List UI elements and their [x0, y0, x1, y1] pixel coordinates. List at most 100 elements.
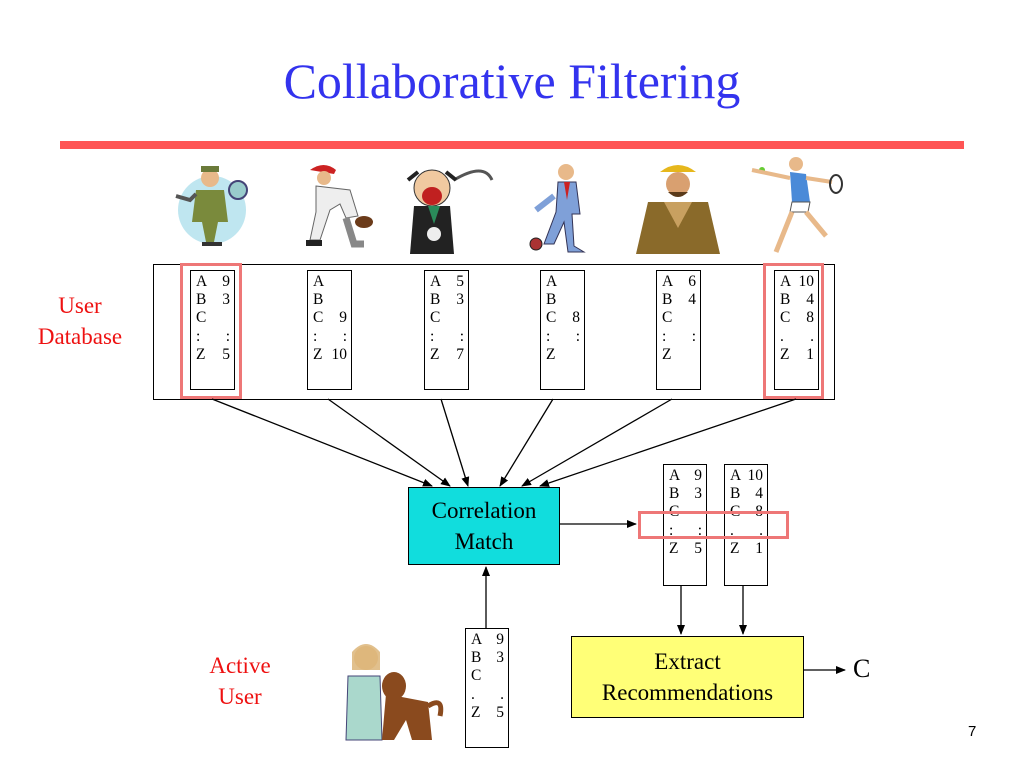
- item-rating: 4: [688, 291, 696, 309]
- item-rating: 9: [694, 467, 702, 484]
- rating-row: A: [546, 273, 584, 291]
- item-name: B: [471, 649, 482, 667]
- item-rating: :: [459, 327, 464, 345]
- rating-row: C: [662, 309, 700, 327]
- active-user-label: Active User: [180, 650, 300, 712]
- laughing-man-cartoon-icon: [406, 169, 494, 254]
- item-rating: 10: [331, 345, 348, 363]
- item-rating: 3: [496, 649, 504, 667]
- item-rating: 10: [747, 467, 764, 484]
- item-name: C: [430, 309, 441, 327]
- item-name: Z: [546, 345, 556, 363]
- page-number: 7: [968, 723, 977, 740]
- rating-row: ::: [196, 328, 234, 346]
- rating-row: A 10: [730, 467, 767, 485]
- rating-row: ::: [313, 328, 351, 346]
- item-name: :: [313, 327, 318, 345]
- item-name: A: [780, 273, 792, 290]
- neighbor-match-highlight: [763, 263, 824, 399]
- item-name: C: [313, 309, 324, 327]
- item-rating: :: [691, 327, 696, 345]
- item-name: :: [546, 327, 551, 345]
- item-name: C: [546, 309, 557, 327]
- item-name: Z: [780, 345, 790, 363]
- rating-row: Z: [662, 346, 700, 364]
- user-database-label-line1: User: [58, 293, 102, 318]
- active-user-match-highlight: [180, 263, 242, 399]
- item-name: A: [730, 467, 742, 484]
- rating-row: ..: [730, 522, 767, 540]
- item-rating: :: [342, 327, 347, 345]
- item-rating: 10: [798, 273, 815, 290]
- item-name: C: [662, 309, 673, 327]
- arrow-user2-to-correlation: [327, 398, 451, 487]
- item-name: A: [196, 273, 208, 290]
- rating-row: C: [196, 309, 234, 327]
- item-rating: :: [225, 327, 230, 345]
- item-name: A: [669, 467, 681, 484]
- arrow-user1-to-correlation: [211, 398, 433, 487]
- item-name: .: [471, 685, 475, 703]
- rating-row: ..: [780, 328, 818, 346]
- item-rating: 9: [222, 273, 230, 290]
- miner-worker-icon: [636, 165, 720, 254]
- item-rating: 1: [806, 345, 814, 363]
- item-name: Z: [662, 345, 672, 363]
- extract-recommendations-box: Extract Recommendations: [571, 636, 804, 718]
- active-user-label-line2: User: [218, 684, 262, 709]
- item-name: A: [313, 273, 325, 290]
- item-name: A: [546, 273, 558, 290]
- item-name: C: [780, 309, 791, 327]
- arrow-user5-to-correlation: [521, 398, 673, 487]
- item-rating: 5: [222, 345, 230, 363]
- item-name: C: [196, 309, 207, 327]
- title-divider: [60, 141, 964, 149]
- item-rating: .: [759, 521, 763, 539]
- item-name: B: [669, 485, 680, 503]
- item-rating: 6: [688, 273, 696, 290]
- item-name: .: [730, 521, 734, 539]
- rating-row: C: [471, 667, 508, 685]
- correlation-match-box: Correlation Match: [408, 487, 560, 565]
- item-name: B: [730, 485, 741, 503]
- businessman-with-ball-icon: [529, 164, 586, 253]
- rating-row: ::: [669, 522, 706, 540]
- item-rating: 8: [572, 309, 580, 327]
- rating-row: ::: [662, 328, 700, 346]
- rating-row: B: [546, 291, 584, 309]
- item-name: :: [662, 327, 667, 345]
- item-name: A: [471, 631, 483, 648]
- rating-row: ..: [471, 686, 508, 704]
- item-rating: 7: [456, 345, 464, 363]
- item-rating: 5: [456, 273, 464, 290]
- correlation-line1: Correlation: [431, 498, 537, 523]
- arrow-user4-to-correlation: [499, 398, 554, 487]
- item-name: B: [196, 291, 207, 309]
- item-rating: 9: [496, 631, 504, 648]
- rating-row: A 10: [780, 273, 818, 291]
- extract-line1: Extract: [654, 649, 721, 674]
- recommendation-result: C: [853, 654, 871, 683]
- item-rating: 1: [755, 539, 763, 557]
- item-rating: .: [500, 685, 504, 703]
- baseball-player-icon: [306, 165, 373, 248]
- item-rating: :: [575, 327, 580, 345]
- correlation-line2: Match: [454, 529, 514, 554]
